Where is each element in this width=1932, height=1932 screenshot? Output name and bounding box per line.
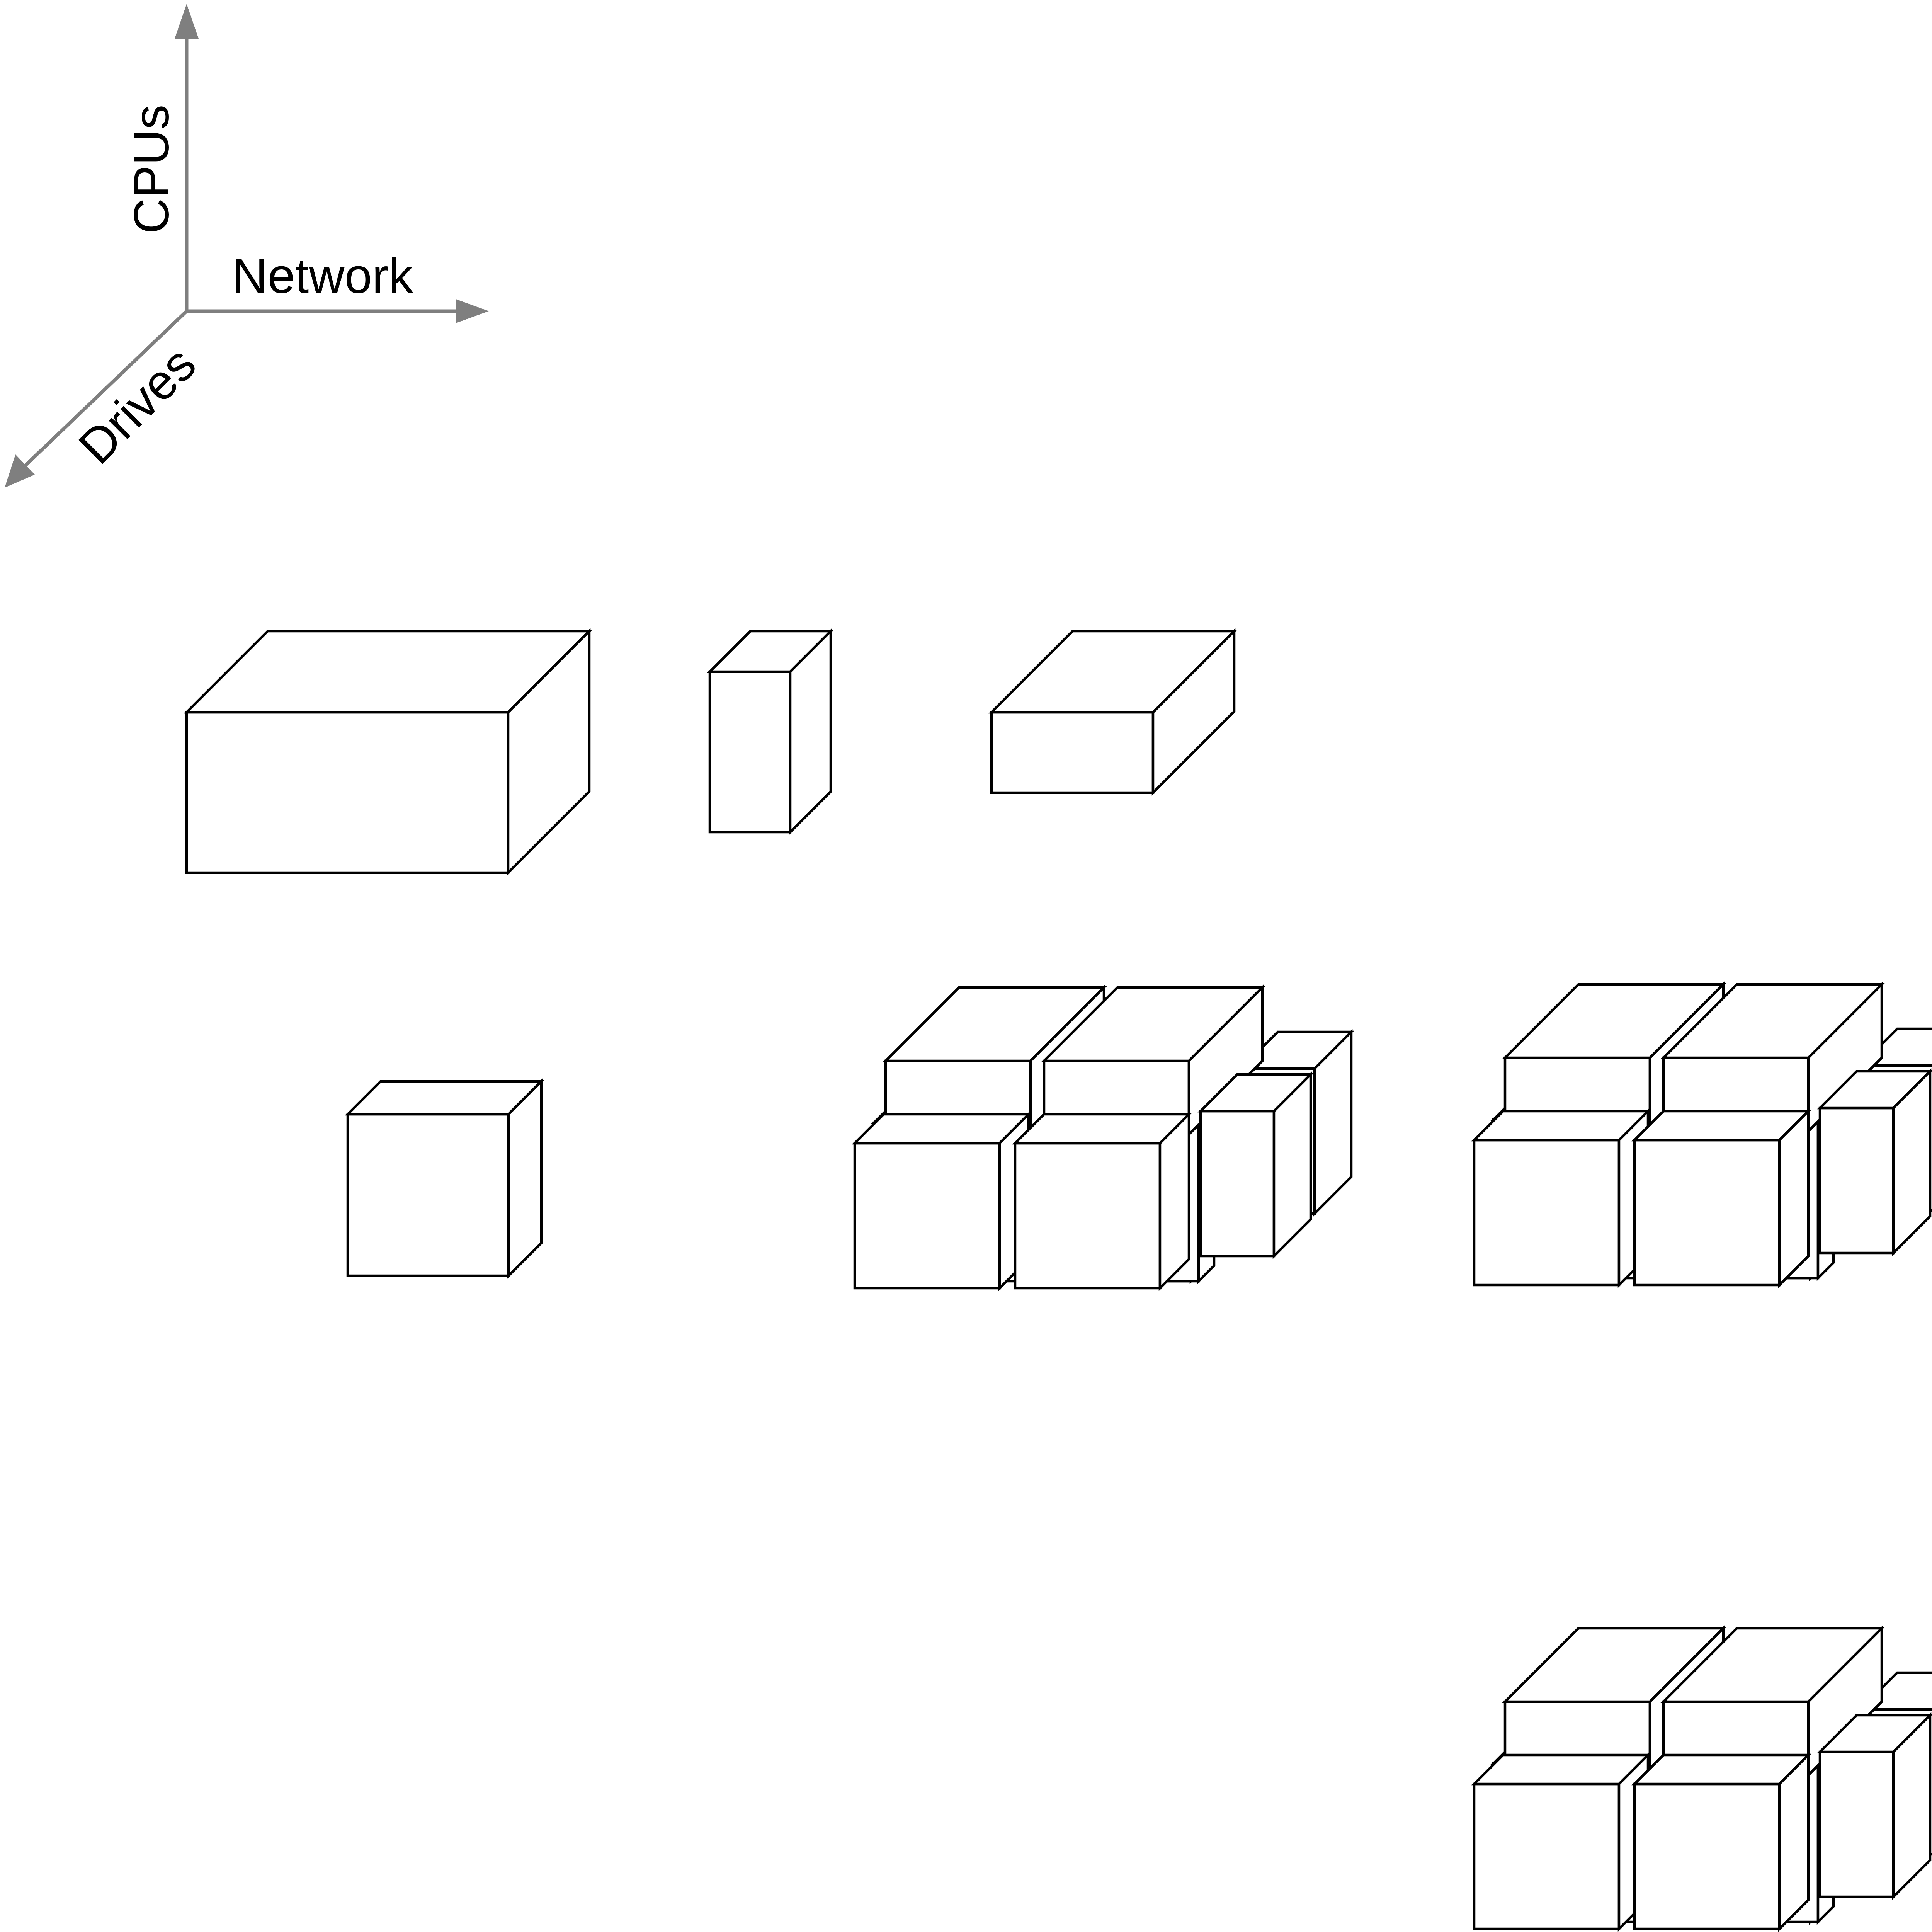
box-side-face <box>1272 1071 1312 1259</box>
box-front-face <box>1633 1139 1781 1287</box>
cluster-box-front-right <box>1012 1111 1192 1291</box>
cluster-box-front-right <box>1631 1108 1811 1288</box>
box-side-face <box>1807 1625 1883 1778</box>
box-side-face <box>1778 1752 1810 1932</box>
cluster-box-side-front <box>1817 1712 1932 1900</box>
cluster-box-side-front <box>1197 1071 1314 1259</box>
box-front-face <box>1473 1782 1621 1930</box>
box-side-face <box>507 1078 543 1279</box>
cluster-box-front-left <box>852 1111 1032 1291</box>
box-side-face <box>1187 984 1264 1137</box>
network-axis-arrow-icon <box>456 299 489 323</box>
box-side-face <box>1892 1712 1932 1900</box>
box-front-face <box>708 670 792 834</box>
server-boxes <box>184 628 1932 1932</box>
box-side-face <box>789 628 832 835</box>
server-box-wide <box>184 628 592 876</box>
box-side-face <box>1158 1111 1190 1291</box>
cluster-box-side-front <box>1817 1068 1932 1256</box>
axes: CPUs Network Drives <box>5 4 489 488</box>
box-side-face <box>1313 1029 1353 1217</box>
box-front-face <box>1633 1782 1781 1930</box>
box-cluster-1 <box>852 984 1354 1291</box>
box-front-face <box>1473 1139 1621 1287</box>
cpus-axis-label: CPUs <box>124 105 179 234</box>
box-side-face <box>1807 981 1883 1134</box>
cluster-box-front-left <box>1471 1108 1651 1288</box>
box-side-face <box>507 628 591 876</box>
server-box-cube <box>345 1078 544 1279</box>
box-side-face <box>1892 1068 1932 1256</box>
drives-axis <box>24 310 188 467</box>
box-front-face <box>990 711 1155 794</box>
single-box-flat <box>988 628 1237 796</box>
drives-axis-arrow-icon <box>5 454 35 488</box>
box-front-face <box>1818 1106 1895 1255</box>
box-front-face <box>853 1142 1001 1290</box>
cpus-axis-arrow-icon <box>175 4 199 39</box>
box-front-face <box>185 711 510 874</box>
single-box-wide <box>184 628 592 876</box>
single-box-tall <box>707 628 834 835</box>
network-axis-label: Network <box>232 249 413 304</box>
cluster-box-front-right <box>1631 1752 1811 1932</box>
server-box-flat <box>988 628 1237 796</box>
single-box-cube <box>345 1078 544 1279</box>
box-cluster-2 <box>1471 981 1932 1288</box>
box-side-face <box>1151 628 1236 796</box>
box-side-face <box>1778 1108 1810 1288</box>
server-box-tall <box>707 628 834 835</box>
box-cluster-3 <box>1471 1625 1932 1932</box>
box-front-face <box>1199 1110 1276 1258</box>
box-front-face <box>1014 1142 1162 1290</box>
box-front-face <box>346 1113 510 1277</box>
box-front-face <box>1818 1750 1895 1898</box>
cluster-box-front-left <box>1471 1752 1651 1932</box>
